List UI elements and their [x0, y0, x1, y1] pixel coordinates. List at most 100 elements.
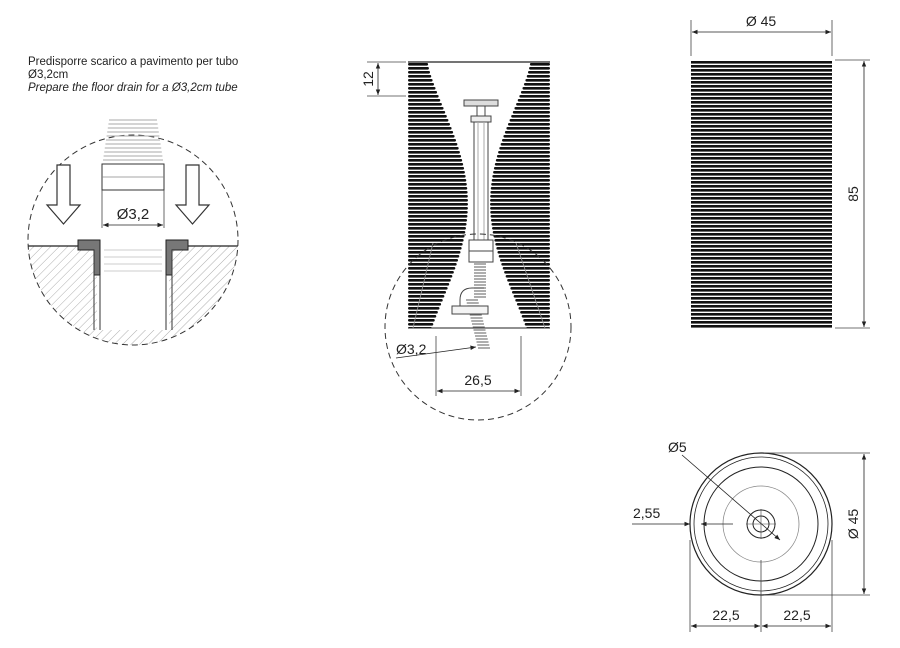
rib — [691, 93, 832, 96]
rib — [691, 209, 832, 212]
down-arrow-left — [45, 164, 82, 225]
hose-corrugation — [103, 119, 163, 161]
section-rib-left — [408, 231, 466, 234]
section-rib-left — [408, 211, 468, 214]
rib — [691, 261, 832, 264]
section-rib-left — [408, 71, 431, 74]
section-rib-left — [408, 207, 468, 210]
plan-diameter-label: Ø 45 — [845, 509, 861, 540]
section-rib-right — [505, 275, 550, 278]
section-rib-right — [504, 131, 550, 134]
section-rib-right — [495, 243, 550, 246]
section-rib-right — [490, 199, 550, 202]
rib — [691, 121, 832, 124]
drain-offset-label: 26,5 — [464, 372, 491, 388]
section-rib-right — [492, 227, 550, 230]
section-rib-left — [408, 75, 432, 78]
section-rib-left — [408, 183, 467, 186]
section-rib-right — [506, 127, 550, 130]
rib — [691, 285, 832, 288]
section-rib-right — [490, 207, 550, 210]
drain-diameter-label: Ø3,2 — [396, 341, 427, 357]
section-rib-left — [408, 271, 454, 274]
rib — [691, 325, 832, 328]
section-rib-left — [408, 263, 457, 266]
rib — [691, 89, 832, 92]
section-rib-right — [513, 295, 550, 298]
section-rib-right — [490, 191, 550, 194]
section-rib-right — [492, 175, 550, 178]
section-rib-left — [408, 235, 465, 238]
section-rib-right — [520, 91, 550, 94]
section-rib-right — [529, 63, 550, 66]
rib — [691, 113, 832, 116]
rib — [691, 269, 832, 272]
rib — [691, 281, 832, 284]
section-rib-right — [502, 267, 550, 270]
section-rib-left — [408, 111, 446, 114]
rib — [691, 317, 832, 320]
section-rib-left — [408, 163, 464, 166]
half-left-label: 22,5 — [712, 607, 739, 623]
section-rib-left — [408, 287, 448, 290]
section-rib-right — [520, 311, 550, 314]
rib — [691, 185, 832, 188]
section-rib-left — [408, 95, 439, 98]
section-rib-left — [408, 215, 468, 218]
section-rib-left — [408, 203, 468, 206]
section-rib-left — [408, 99, 441, 102]
section-rib-left — [408, 303, 442, 306]
offset-label: 2,55 — [633, 505, 660, 521]
section-rib-right — [521, 315, 550, 318]
section-rib-left — [408, 155, 462, 158]
rib — [691, 197, 832, 200]
section-rib-right — [493, 235, 550, 238]
hose-clamp — [451, 305, 489, 315]
rib — [691, 257, 832, 260]
rib — [691, 133, 832, 136]
rib — [691, 309, 832, 312]
rib — [691, 253, 832, 256]
rib — [691, 245, 832, 248]
drain-cavity — [97, 238, 169, 330]
section-stripes — [408, 63, 550, 328]
rib — [691, 173, 832, 176]
section-rib-right — [516, 103, 550, 106]
section-rib-left — [408, 151, 460, 154]
section-rib-right — [512, 111, 550, 114]
rib — [691, 181, 832, 184]
rib — [691, 229, 832, 232]
section-rib-left — [408, 311, 438, 314]
section-rib-right — [495, 159, 550, 162]
rib — [691, 117, 832, 120]
section-view: 12 Ø3,2 26,5 — [360, 61, 572, 421]
rib — [691, 97, 832, 100]
section-rib-right — [509, 119, 550, 122]
section-rib-left — [408, 267, 456, 270]
section-rib-right — [511, 115, 550, 118]
section-rib-right — [493, 167, 550, 170]
section-rib-right — [499, 147, 550, 150]
rib — [691, 77, 832, 80]
floor-drain-detail: Ø3,2 — [27, 119, 239, 346]
section-rib-right — [524, 323, 550, 326]
rib — [691, 105, 832, 108]
rib — [691, 321, 832, 324]
rib — [691, 225, 832, 228]
rib — [691, 145, 832, 148]
rib — [691, 149, 832, 152]
section-rib-left — [408, 323, 434, 326]
section-rib-right — [491, 179, 550, 182]
section-rib-left — [408, 87, 436, 90]
rib — [691, 289, 832, 292]
section-rib-right — [507, 123, 550, 126]
rib — [691, 109, 832, 112]
top-height-label: 12 — [360, 71, 376, 87]
section-rib-right — [490, 215, 550, 218]
rib — [691, 205, 832, 208]
section-rib-left — [408, 159, 463, 162]
rib — [691, 157, 832, 160]
section-rib-right — [501, 139, 550, 142]
section-rib-right — [522, 87, 550, 90]
